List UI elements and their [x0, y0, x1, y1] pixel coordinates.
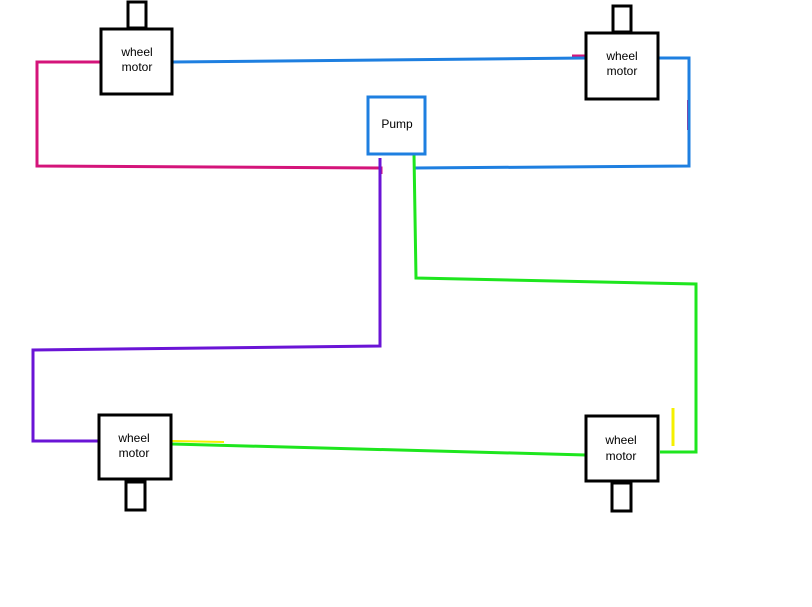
- motor-shaft-bottom-right: [610, 481, 633, 513]
- yellow-stub-bottom-left: [171, 440, 225, 443]
- motor-box-bottom-left: [97, 413, 173, 481]
- blue-line-right: [413, 56, 691, 170]
- motor-label-line2: motor: [606, 449, 637, 463]
- green-line-right: [412, 153, 698, 454]
- wheel-motor-bottom-right: wheel motor: [584, 414, 660, 513]
- wheel-motor-bottom-left: wheel motor: [97, 413, 173, 512]
- motor-label-line2: motor: [122, 60, 153, 74]
- pump-label: Pump: [381, 117, 413, 131]
- purple-line: [31, 158, 382, 443]
- motor-label-line1: wheel: [605, 49, 637, 63]
- pump-box: [366, 95, 427, 156]
- motor-shaft-bottom-left: [124, 480, 147, 512]
- green-line-bottom: [171, 442, 587, 457]
- motor-label-line1: wheel: [120, 45, 152, 59]
- magenta-line-top-left: [35, 60, 383, 174]
- wheel-motor-top-left: wheel motor: [99, 0, 174, 96]
- blue-line-top: [171, 56, 587, 64]
- motor-label-line2: motor: [119, 446, 150, 460]
- motor-label-line2: motor: [607, 64, 638, 78]
- wheel-motor-top-right: wheel motor: [584, 4, 660, 101]
- motor-label-line1: wheel: [604, 433, 636, 447]
- pump: Pump: [366, 95, 427, 156]
- motor-shaft-top-left: [126, 0, 148, 30]
- motor-shaft-top-right: [611, 4, 633, 34]
- motor-box-top-right: [584, 31, 660, 101]
- motor-box-top-left: [99, 27, 174, 96]
- motor-label-line1: wheel: [117, 431, 149, 445]
- motor-box-bottom-right: [584, 414, 660, 483]
